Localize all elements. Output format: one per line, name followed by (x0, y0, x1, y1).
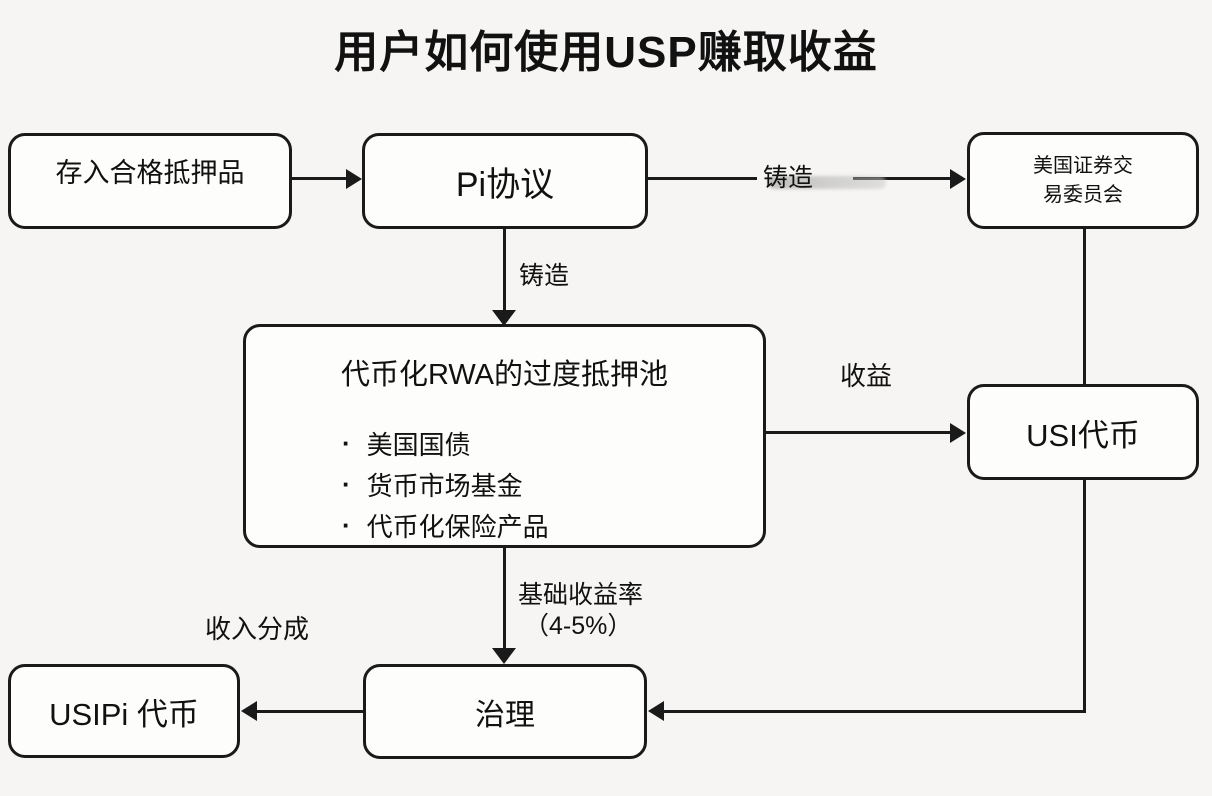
bullet-icon: · (342, 428, 351, 458)
edge-label-base-yield-rate: （4-5%） (524, 612, 633, 640)
connector-pi-to-pool (503, 229, 506, 310)
connector-pool-to-governance (503, 548, 506, 648)
edge-label-yield: 收益 (840, 361, 893, 391)
connector-pool-to-usi (766, 431, 950, 434)
node-deposit-collateral-label: 存入合格抵押品 (55, 158, 245, 188)
arrowhead-down-icon (492, 310, 516, 326)
list-item-label: 美国国债 (366, 430, 471, 460)
node-pi-protocol: Pi协议 (362, 133, 648, 229)
arrowhead-left-icon (241, 701, 257, 721)
node-deposit-collateral: 存入合格抵押品 (8, 133, 292, 229)
list-item: · 代币化保险产品 (342, 505, 763, 546)
arrowhead-down-icon (492, 648, 516, 664)
node-rwa-collateral-pool: 代币化RWA的过度抵押池 · 美国国债 · 货币市场基金 · 代币化保险产品 (243, 324, 766, 548)
connector-pi-to-sec-right (853, 177, 950, 180)
edge-label-mint-down: 铸造 (519, 262, 570, 290)
connector-sec-to-usi (1083, 229, 1086, 384)
connector-deposit-to-pi (292, 177, 346, 180)
rwa-pool-asset-list: · 美国国债 · 货币市场基金 · 代币化保险产品 (246, 423, 763, 546)
edge-label-base-yield: 基础收益率 (518, 581, 644, 609)
node-usi-token: USI代币 (967, 384, 1199, 480)
list-item: · 货币市场基金 (342, 464, 763, 505)
connector-governance-to-usipi (257, 710, 363, 713)
connector-usi-down (1083, 480, 1086, 713)
eraser-smudge-mark (768, 176, 886, 189)
node-usipi-token-label: USIPi 代币 (49, 696, 199, 732)
node-usipi-token: USIPi 代币 (8, 664, 240, 758)
node-usi-token-label: USI代币 (1026, 417, 1140, 453)
list-item-label: 代币化保险产品 (366, 512, 549, 542)
edge-label-revenue-share: 收入分成 (205, 614, 310, 644)
arrowhead-right-icon (346, 169, 362, 189)
node-pi-protocol-label: Pi协议 (455, 165, 555, 204)
bullet-icon: · (342, 469, 351, 499)
node-us-sec: 美国证券交 易委员会 (967, 132, 1199, 229)
page-title: 用户如何使用USP赚取收益 (334, 28, 878, 77)
connector-usi-to-governance (664, 710, 1086, 713)
list-item: · 美国国债 (342, 423, 763, 464)
node-governance-label: 治理 (475, 698, 535, 732)
edge-label-mint-top: 铸造 (763, 164, 814, 192)
node-governance: 治理 (363, 664, 647, 759)
node-rwa-collateral-pool-title: 代币化RWA的过度抵押池 (340, 359, 669, 391)
bullet-icon: · (342, 510, 351, 540)
list-item-label: 货币市场基金 (366, 471, 523, 501)
node-us-sec-label-line1: 美国证券交 (1033, 154, 1133, 177)
arrowhead-left-icon (648, 701, 664, 721)
arrowhead-right-icon (950, 423, 966, 443)
connector-pi-to-sec-left (648, 177, 757, 180)
arrowhead-right-icon (950, 169, 966, 189)
node-us-sec-label-line2: 易委员会 (1043, 183, 1123, 206)
